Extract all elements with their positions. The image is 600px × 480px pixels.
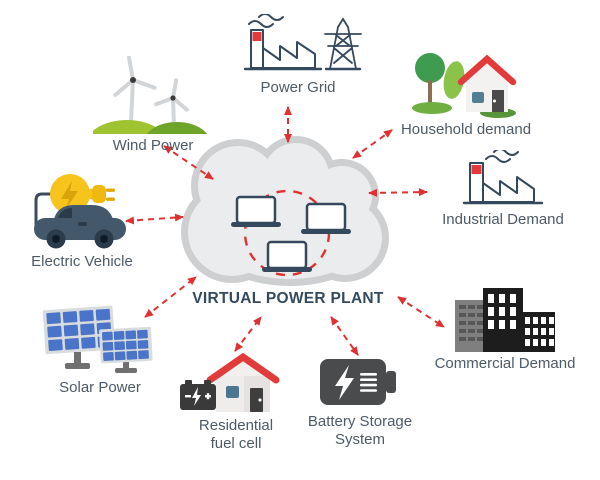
arrow-residential-fuel-cell — [234, 316, 262, 352]
residential-fuel-cell-icon — [180, 352, 280, 412]
node-residential-fuel-cell: Residential fuel cell — [175, 350, 297, 452]
node-label: Industrial Demand — [442, 211, 564, 228]
label-line-1: Residential — [198, 417, 274, 434]
arrow-commercial-demand — [397, 296, 445, 328]
laptop-icon — [262, 240, 312, 272]
node-wind-power: Wind Power — [92, 56, 214, 155]
wind-turbine-icon — [93, 56, 208, 134]
arrow-electric-vehicle — [125, 213, 184, 225]
industrial-factory-icon — [462, 150, 544, 205]
node-label: Residential fuel cell — [199, 417, 273, 452]
node-battery-storage: Battery Storage System — [298, 356, 422, 448]
laptop-network — [231, 189, 351, 277]
node-household-demand: Household demand — [400, 44, 532, 139]
electric-vehicle-icon — [34, 174, 126, 249]
node-label: Household demand — [400, 121, 532, 138]
node-label: Wind Power — [112, 137, 194, 154]
node-solar-power: Solar Power — [38, 304, 162, 397]
battery-small-icon — [180, 380, 216, 410]
transmission-tower-icon — [324, 17, 362, 71]
node-label: Commercial Demand — [434, 355, 576, 372]
laptop-icon — [301, 202, 351, 234]
virtual-power-plant-title: VIRTUAL POWER PLANT — [192, 290, 384, 307]
label-line-1: Battery Storage — [307, 413, 413, 430]
node-label: Electric Vehicle — [31, 253, 133, 270]
node-label: Solar Power — [59, 379, 141, 396]
label-line-2: fuel cell — [210, 434, 262, 452]
laptop-icon — [231, 195, 281, 227]
solar-panel-icon — [42, 305, 153, 373]
node-label: Power Grid — [260, 79, 336, 96]
node-commercial-demand: Commercial Demand — [434, 286, 576, 373]
power-grid-icon — [243, 14, 362, 71]
node-power-grid: Power Grid — [228, 14, 368, 97]
node-label: Battery Storage System — [308, 413, 412, 448]
battery-storage-icon — [320, 359, 396, 405]
connection-arrows — [125, 106, 445, 356]
arrow-industrial-demand — [368, 188, 428, 197]
arrow-wind-power — [163, 145, 214, 180]
node-electric-vehicle: Electric Vehicle — [20, 172, 144, 271]
household-icon — [412, 53, 517, 118]
arrow-household-demand — [352, 129, 393, 159]
commercial-buildings-icon — [455, 288, 555, 352]
node-industrial-demand: Industrial Demand — [434, 150, 572, 229]
arrow-battery-storage — [330, 316, 359, 356]
label-line-2: System — [334, 430, 385, 448]
